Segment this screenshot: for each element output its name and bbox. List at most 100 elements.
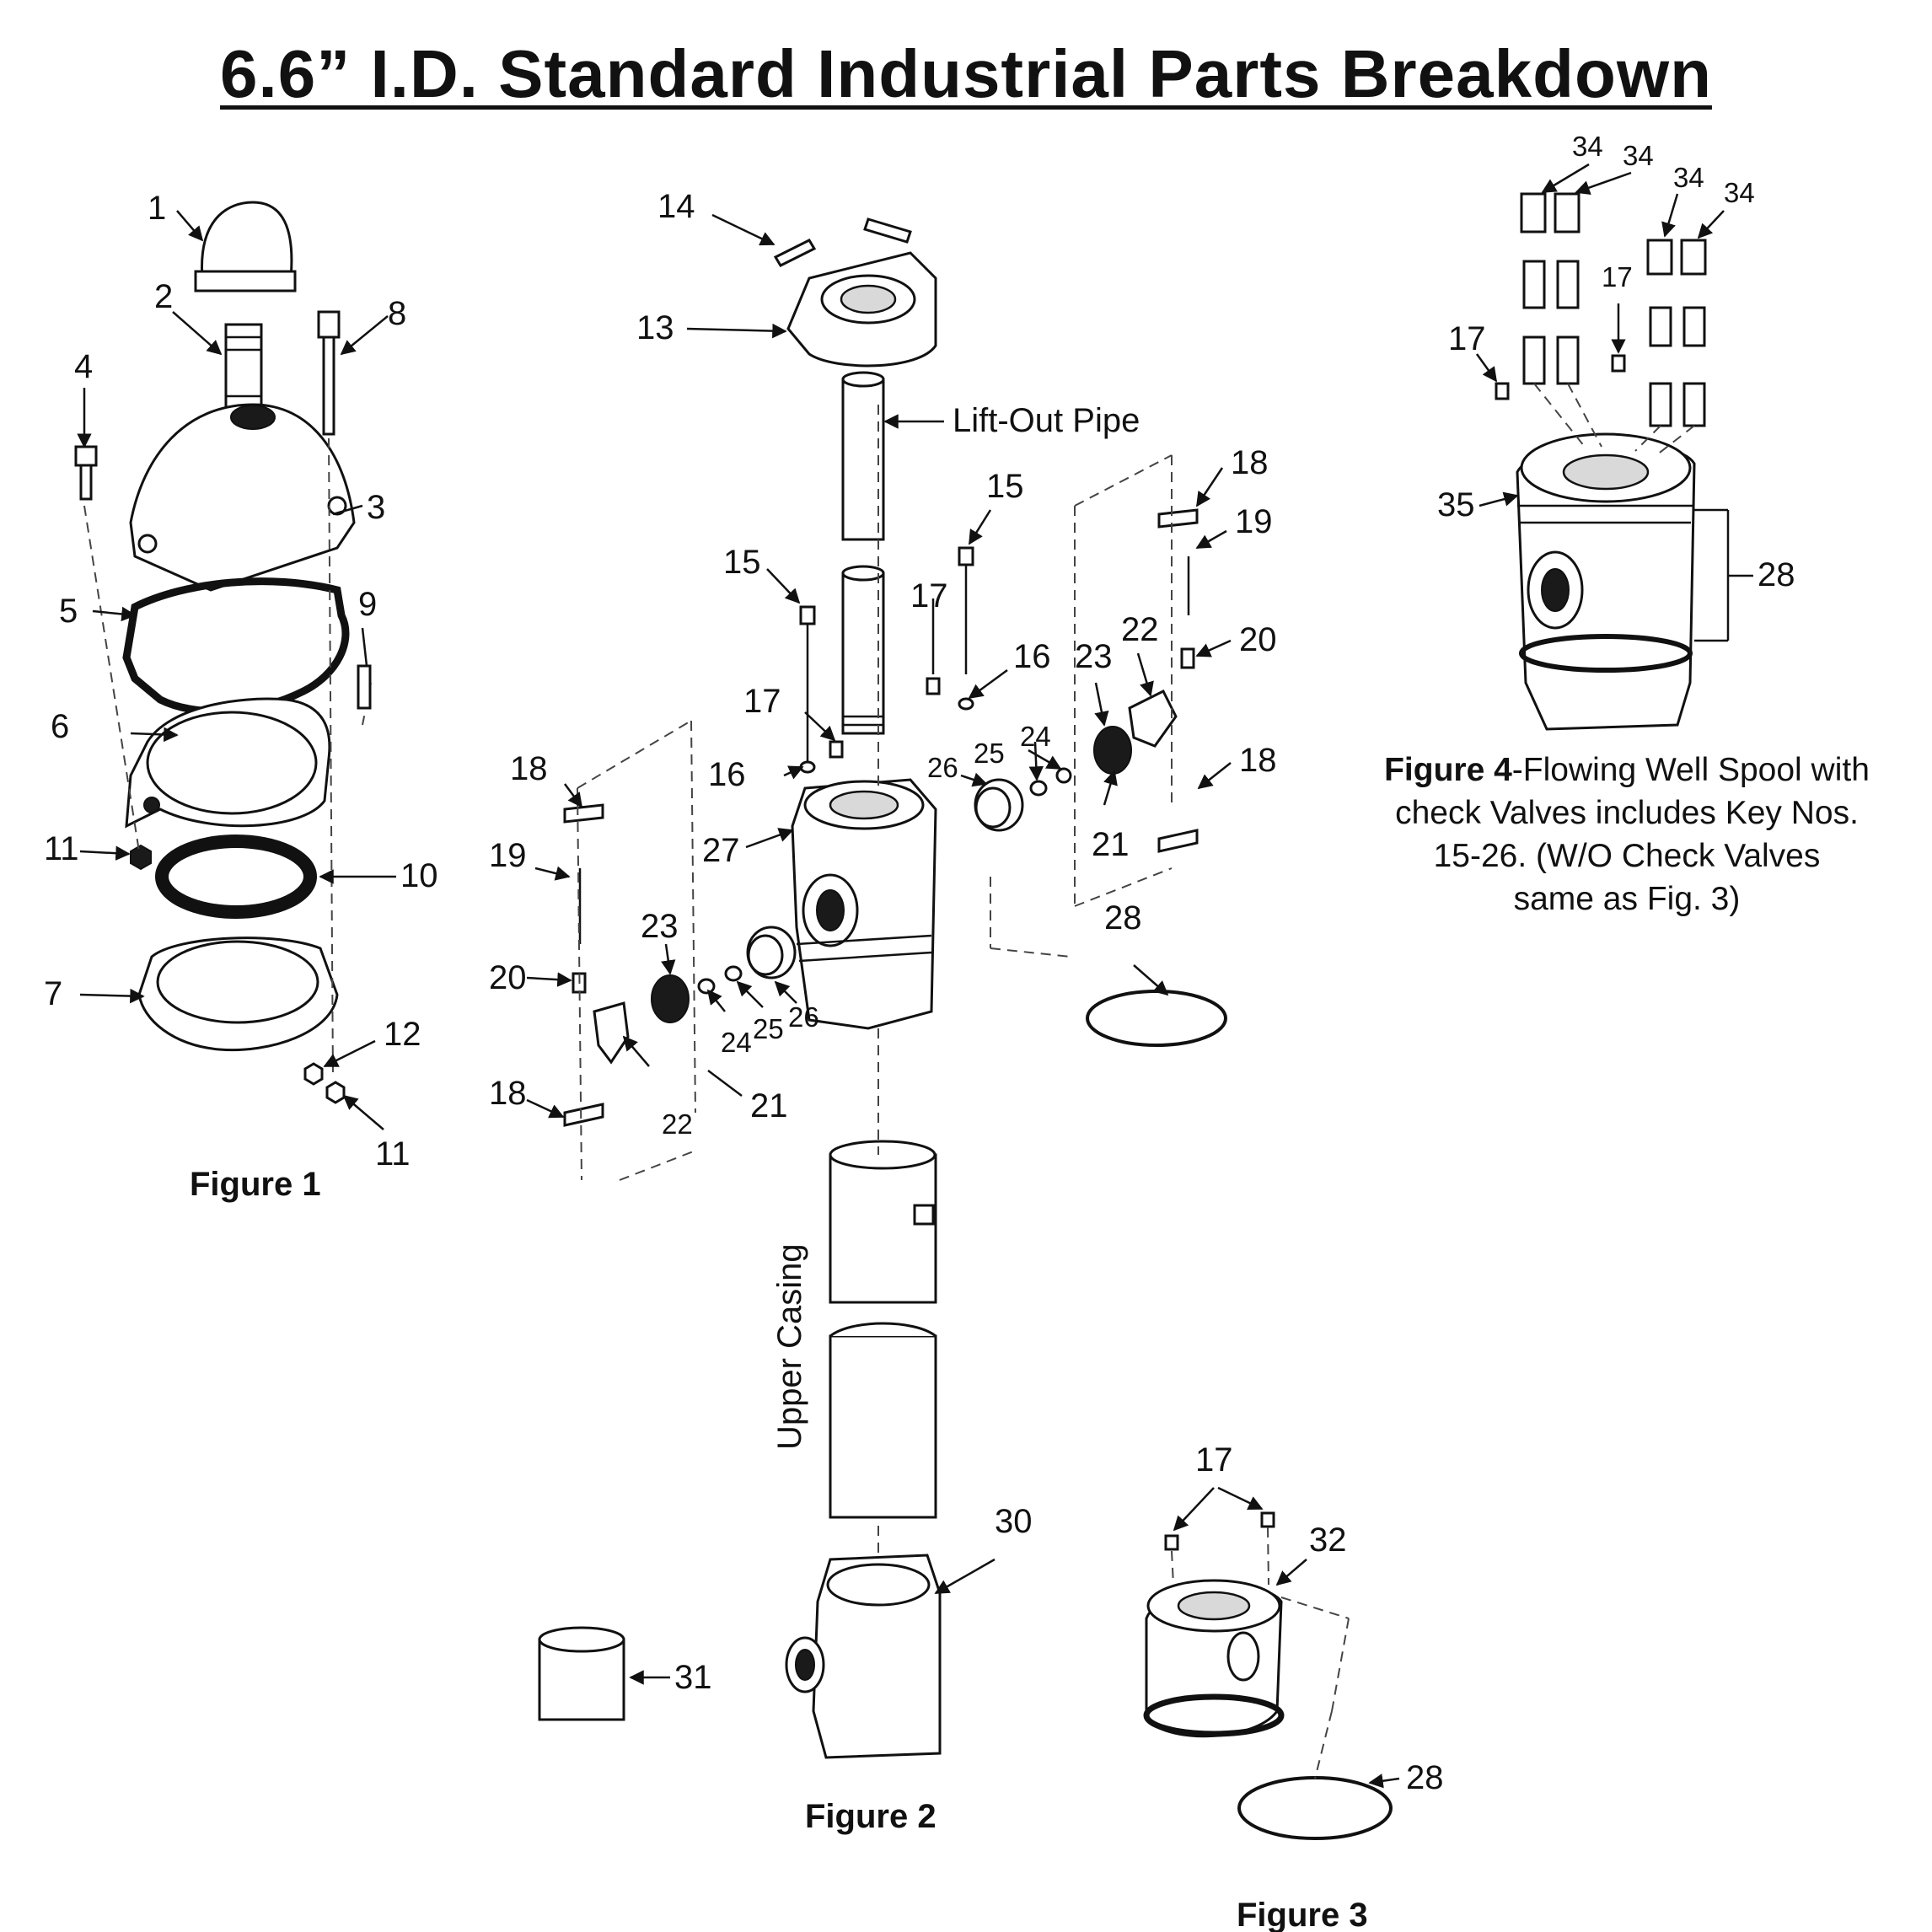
figure-4-callouts: 34 34 34 34 17 17 35 28 xyxy=(1437,131,1795,593)
callout-6: 6 xyxy=(51,708,69,745)
figure-4-caption: Figure 4-Flowing Well Spool with check V… xyxy=(1332,749,1922,920)
figure-2-callouts: 14 13 Lift-Out Pipe 15 15 17 16 17 16 27… xyxy=(489,188,1277,1835)
figure-4-text-3: 15-26. (W/O Check Valves xyxy=(1433,838,1821,874)
figure-1-callouts: 1 2 8 4 3 5 9 6 11 10 7 12 11 Figure 1 xyxy=(44,190,438,1203)
figure-2-illustration xyxy=(538,217,1227,1759)
figure-1-caption: Figure 1 xyxy=(190,1166,321,1203)
callout-2: 2 xyxy=(154,278,173,315)
callout-7: 7 xyxy=(44,975,62,1012)
part-lift-out-pipe xyxy=(841,371,885,735)
callout-3: 3 xyxy=(367,489,385,526)
part-oring-10 xyxy=(155,835,317,919)
callout-28a: 28 xyxy=(1104,899,1142,936)
figure-4-label: Figure 4 xyxy=(1384,752,1512,788)
part-sleeve-31 xyxy=(538,1626,625,1721)
callout-23a: 23 xyxy=(1075,638,1113,675)
part-pitless-head-13 xyxy=(786,251,937,368)
callout-18d: 18 xyxy=(510,750,548,787)
figure-4-illustration xyxy=(1495,192,1753,731)
callout-32: 32 xyxy=(1309,1521,1347,1559)
part-check-valve-right xyxy=(974,508,1199,853)
callout-25a: 25 xyxy=(974,738,1005,769)
part-bolt-4 xyxy=(74,445,98,501)
callout-28-fig3: 28 xyxy=(1406,1759,1444,1796)
callout-16b: 16 xyxy=(708,756,746,793)
callout-24b: 24 xyxy=(721,1027,752,1058)
callout-23b: 23 xyxy=(641,908,679,945)
callout-5: 5 xyxy=(59,593,78,630)
callout-11a: 11 xyxy=(44,830,79,867)
callout-21b: 21 xyxy=(750,1087,788,1124)
callout-25b: 25 xyxy=(753,1013,784,1044)
callout-31: 31 xyxy=(674,1659,712,1696)
callout-12: 12 xyxy=(384,1016,421,1053)
callout-13: 13 xyxy=(636,309,674,346)
figure-1-leaders xyxy=(77,210,396,1130)
callout-10: 10 xyxy=(400,857,438,894)
figure-4-text-4: same as Fig. 3) xyxy=(1513,881,1741,917)
figure-3-callouts: 17 32 28 Figure 3 xyxy=(1195,1441,1444,1932)
callout-17a: 17 xyxy=(910,577,948,614)
callout-16a: 16 xyxy=(1013,638,1051,675)
figure-1-illustration xyxy=(74,201,372,1104)
part-small-parts xyxy=(799,677,974,774)
callout-21a: 21 xyxy=(1092,826,1130,863)
callout-15b: 15 xyxy=(723,544,761,581)
callout-8: 8 xyxy=(388,295,406,332)
callout-9: 9 xyxy=(358,586,377,623)
callout-34d: 34 xyxy=(1724,177,1755,208)
callout-24a: 24 xyxy=(1020,721,1051,752)
callout-18b: 18 xyxy=(1239,742,1277,779)
callout-22a: 22 xyxy=(1121,611,1159,648)
callout-14: 14 xyxy=(657,188,695,225)
part-bolts-15 xyxy=(799,546,974,763)
callout-1: 1 xyxy=(148,190,166,227)
callout-22b: 22 xyxy=(662,1108,693,1140)
callout-17-fig3: 17 xyxy=(1195,1441,1233,1479)
callout-26b: 26 xyxy=(788,1001,819,1033)
callout-26a: 26 xyxy=(927,752,958,783)
figure-4-text-1: -Flowing Well Spool with xyxy=(1511,752,1870,788)
callout-17-fig4a: 17 xyxy=(1602,261,1633,292)
figure-3-leaders xyxy=(1173,1486,1400,1789)
callout-19b: 19 xyxy=(489,837,527,874)
callout-19a: 19 xyxy=(1235,503,1273,540)
figure-2-caption: Figure 2 xyxy=(805,1798,936,1835)
figure-3-illustration xyxy=(1143,1511,1393,1840)
part-oring-28 xyxy=(1086,990,1227,1047)
figure-3-caption: Figure 3 xyxy=(1237,1897,1368,1932)
callout-30: 30 xyxy=(995,1503,1033,1540)
callout-4: 4 xyxy=(74,348,93,385)
part-upper-casing xyxy=(829,1140,937,1519)
part-nipple xyxy=(224,323,263,419)
part-bolt-8 xyxy=(317,310,341,436)
callout-17b: 17 xyxy=(743,683,781,720)
part-screws-14 xyxy=(773,217,912,267)
part-spool-32 xyxy=(1143,1579,1285,1738)
part-spool-35 xyxy=(1516,432,1696,731)
callout-20a: 20 xyxy=(1239,621,1277,658)
callout-34b: 34 xyxy=(1623,140,1654,171)
callout-15a: 15 xyxy=(986,468,1024,505)
callout-11b: 11 xyxy=(375,1135,411,1173)
part-spool-27 xyxy=(791,778,937,1030)
page-title: 6.6” I.D. Standard Industrial Parts Brea… xyxy=(220,36,1712,111)
callout-28-fig4: 28 xyxy=(1758,556,1795,593)
upper-casing-label: Upper Casing xyxy=(771,1243,808,1450)
part-check-valve-left xyxy=(563,803,797,1127)
callout-17-fig4b: 17 xyxy=(1448,320,1486,357)
part-coupling-30 xyxy=(785,1554,942,1759)
part-cover xyxy=(129,403,356,592)
part-gasket xyxy=(122,577,350,716)
callout-35: 35 xyxy=(1437,486,1475,523)
lift-out-pipe-label: Lift-Out Pipe xyxy=(953,402,1140,439)
part-ring-7 xyxy=(137,936,339,1052)
callout-18c: 18 xyxy=(489,1075,527,1112)
figure-4-leaders xyxy=(1475,163,1725,507)
figure-2-leaders xyxy=(526,213,1232,1685)
callout-18a: 18 xyxy=(1231,444,1269,481)
callout-27: 27 xyxy=(702,832,740,869)
callout-20b: 20 xyxy=(489,959,527,996)
part-cap xyxy=(194,201,297,292)
